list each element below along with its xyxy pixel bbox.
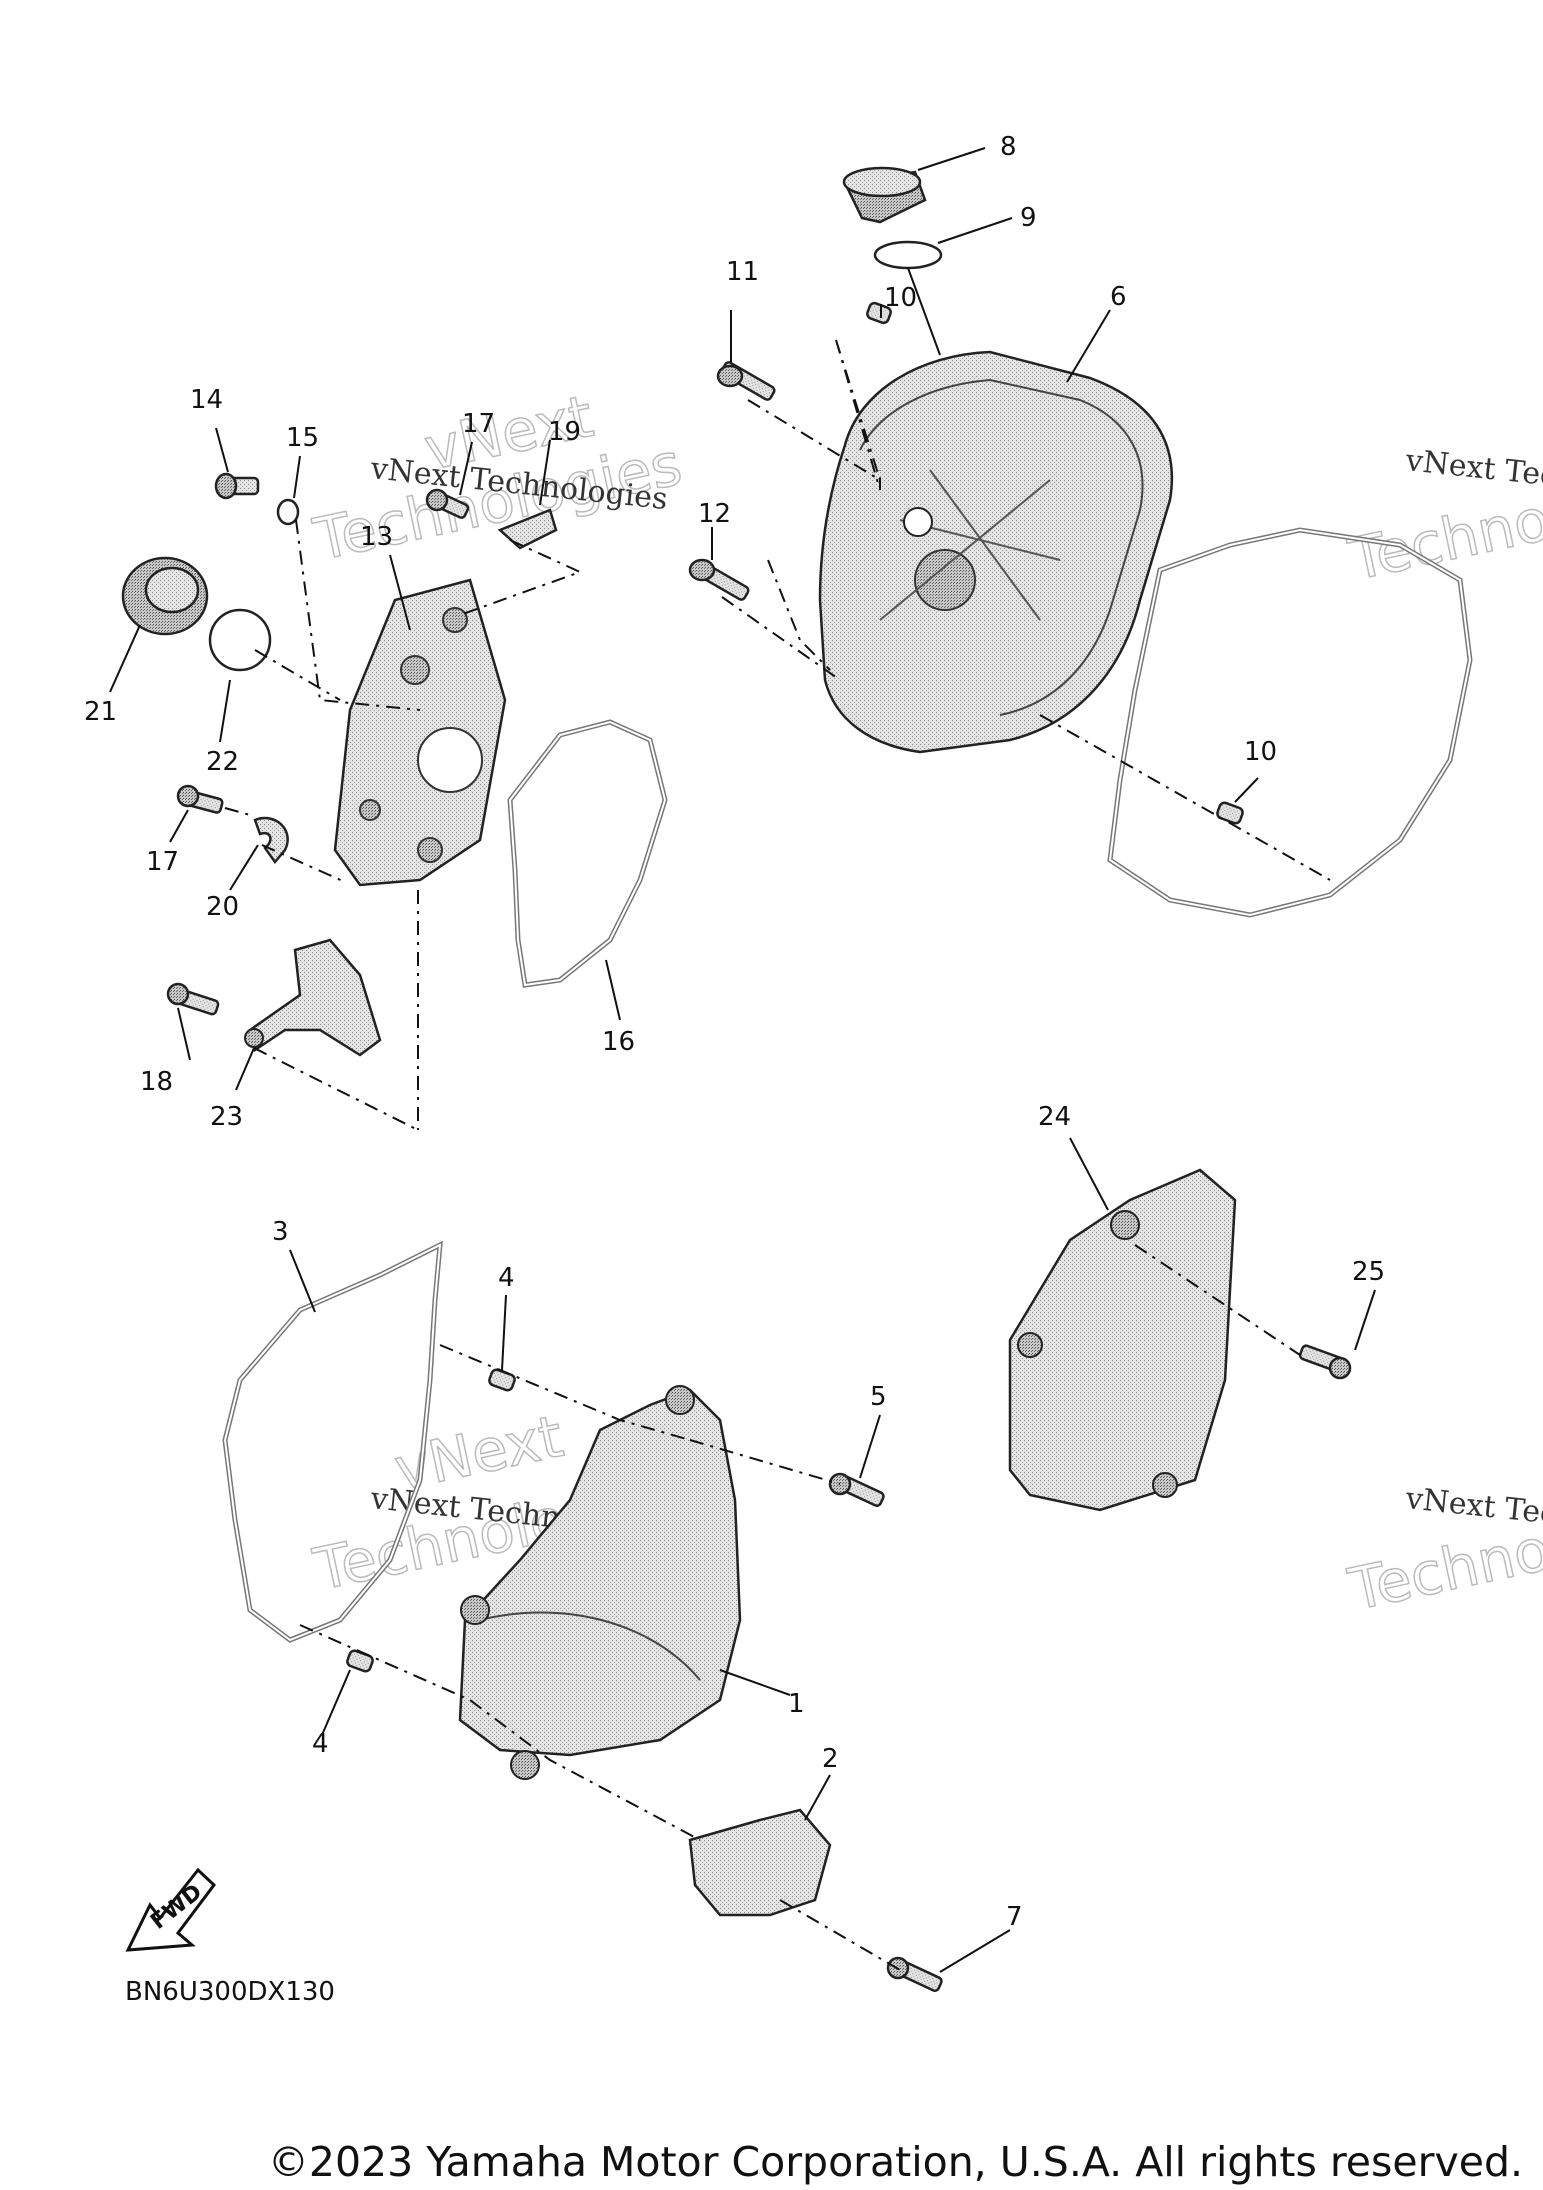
bracket-23	[244, 938, 382, 1057]
washer-15	[276, 498, 300, 526]
pickup-cover-13	[333, 578, 507, 887]
watermark-big-text: Techno	[1343, 1515, 1543, 1624]
callout-22: 22	[206, 747, 239, 777]
bolt-5	[828, 1472, 885, 1507]
copyright-footer: ©2023 Yamaha Motor Corporation, U.S.A. A…	[0, 2138, 1543, 2186]
callout-2: 2	[822, 1744, 839, 1774]
bolt-17-bottom	[176, 784, 224, 814]
callout-3: 3	[272, 1217, 289, 1247]
copyright-text: ©2023 Yamaha Motor Corporation, U.S.A. A…	[267, 2138, 1523, 2186]
watermark-bottom-right: vNext Tec Techno	[1342, 1481, 1543, 1625]
callout-4-top: 4	[498, 1263, 515, 1293]
guard-plate-2	[688, 1808, 832, 1917]
watermark-small-text: vNext Tec	[1403, 443, 1543, 494]
callout-16: 16	[602, 1027, 635, 1057]
bolt-12	[688, 558, 750, 601]
callout-10-bottom: 10	[1244, 737, 1277, 767]
clutch-cover	[818, 350, 1174, 754]
callout-labels: 8 9 10 6 11 12 10 14 15 17 19 13 21 22 1…	[84, 132, 1385, 1932]
callout-8: 8	[1000, 132, 1017, 162]
bolt-18	[166, 982, 220, 1016]
callout-1: 1	[788, 1689, 805, 1719]
fwd-arrow-icon: FWD	[125, 1867, 217, 1952]
o-ring-22	[208, 608, 272, 672]
callout-4-bottom: 4	[312, 1729, 329, 1759]
leader-lines-bottom-left	[289, 1249, 1011, 1973]
callout-6: 7	[1006, 1902, 1023, 1932]
leader-lines-right	[1069, 1137, 1376, 1356]
callout-15: 15	[286, 423, 319, 453]
callout-14: 14	[190, 385, 223, 415]
generator-cover-1	[458, 1385, 742, 1780]
leader-lines-left	[109, 427, 621, 1131]
clip-20	[253, 817, 289, 865]
callout-13: 13	[360, 522, 393, 552]
bolt-25	[1298, 1344, 1352, 1380]
bolt-6	[886, 1956, 943, 1992]
callout-10-top: 10	[884, 283, 917, 313]
callout-21: 21	[84, 697, 117, 727]
bolt-14	[214, 472, 260, 500]
plug-21	[121, 556, 209, 636]
leader-lines-top-right	[711, 147, 1331, 881]
callout-20: 20	[206, 892, 239, 922]
callout-19: 19	[548, 417, 581, 447]
callout-17-top: 17	[462, 409, 495, 439]
o-ring-9	[873, 240, 943, 270]
bolt-11	[716, 361, 776, 401]
callout-11: 11	[726, 257, 759, 287]
callout-9: 9	[1020, 203, 1037, 233]
drawing-code: BN6U300DX130	[125, 1977, 335, 2007]
callout-17-bottom: 17	[146, 847, 179, 877]
dowel-pin-10-bottom	[1216, 801, 1244, 825]
callout-5: 5	[870, 1382, 887, 1412]
bolt-17-top	[425, 488, 470, 519]
callout-7: 6	[1110, 282, 1127, 312]
dowel-pin-4-bottom	[346, 1649, 374, 1673]
gasket-16	[507, 719, 668, 988]
gasket-3	[222, 1240, 443, 1643]
cover-24	[1008, 1168, 1237, 1512]
callout-18: 18	[140, 1067, 173, 1097]
callout-25: 25	[1352, 1257, 1385, 1287]
callout-12: 12	[698, 499, 731, 529]
callout-23: 23	[210, 1102, 243, 1132]
gasket-clutch-cover	[1107, 527, 1473, 918]
callout-24: 24	[1038, 1102, 1071, 1132]
oil-filler-cap	[842, 166, 927, 224]
